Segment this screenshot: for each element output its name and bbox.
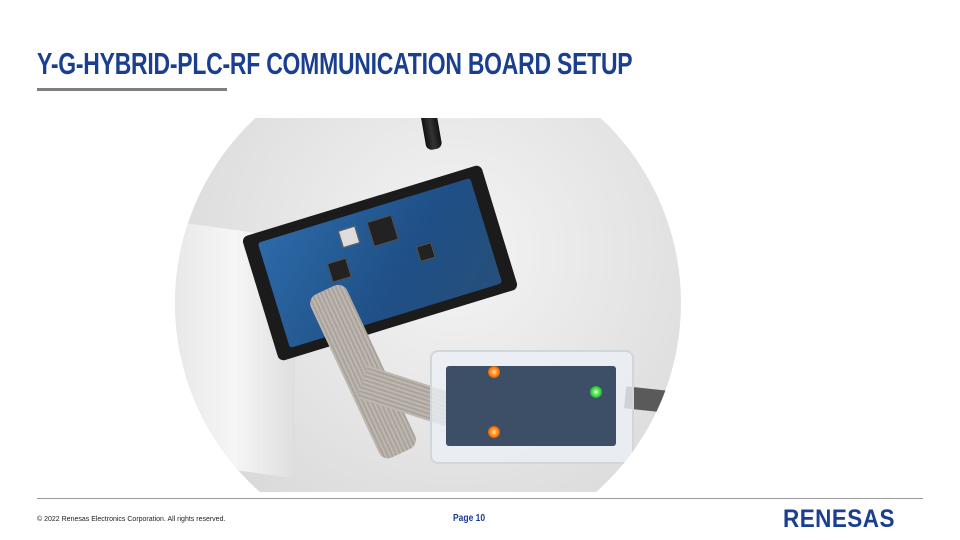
emulator-box — [430, 350, 634, 464]
led-green — [590, 386, 602, 398]
led-orange — [488, 366, 500, 378]
chip — [337, 225, 361, 249]
copyright-text: © 2022 Renesas Electronics Corporation. … — [37, 516, 226, 523]
chip — [326, 257, 352, 283]
communication-board-case — [241, 164, 519, 362]
slide-title: Y-G-HYBRID-PLC-RF COMMUNICATION BOARD SE… — [37, 46, 633, 81]
chip — [415, 242, 436, 263]
renesas-logo: RENESAS — [783, 505, 895, 533]
antenna — [409, 118, 443, 151]
communication-board-pcb — [257, 177, 503, 349]
board-setup-photo — [175, 118, 681, 492]
title-underline — [37, 88, 227, 91]
page-number: Page 10 — [453, 513, 486, 524]
led-orange — [488, 426, 500, 438]
photo-circle — [175, 118, 681, 492]
footer-divider — [37, 498, 923, 499]
chip — [366, 214, 399, 248]
emulator-pcb — [446, 366, 616, 446]
